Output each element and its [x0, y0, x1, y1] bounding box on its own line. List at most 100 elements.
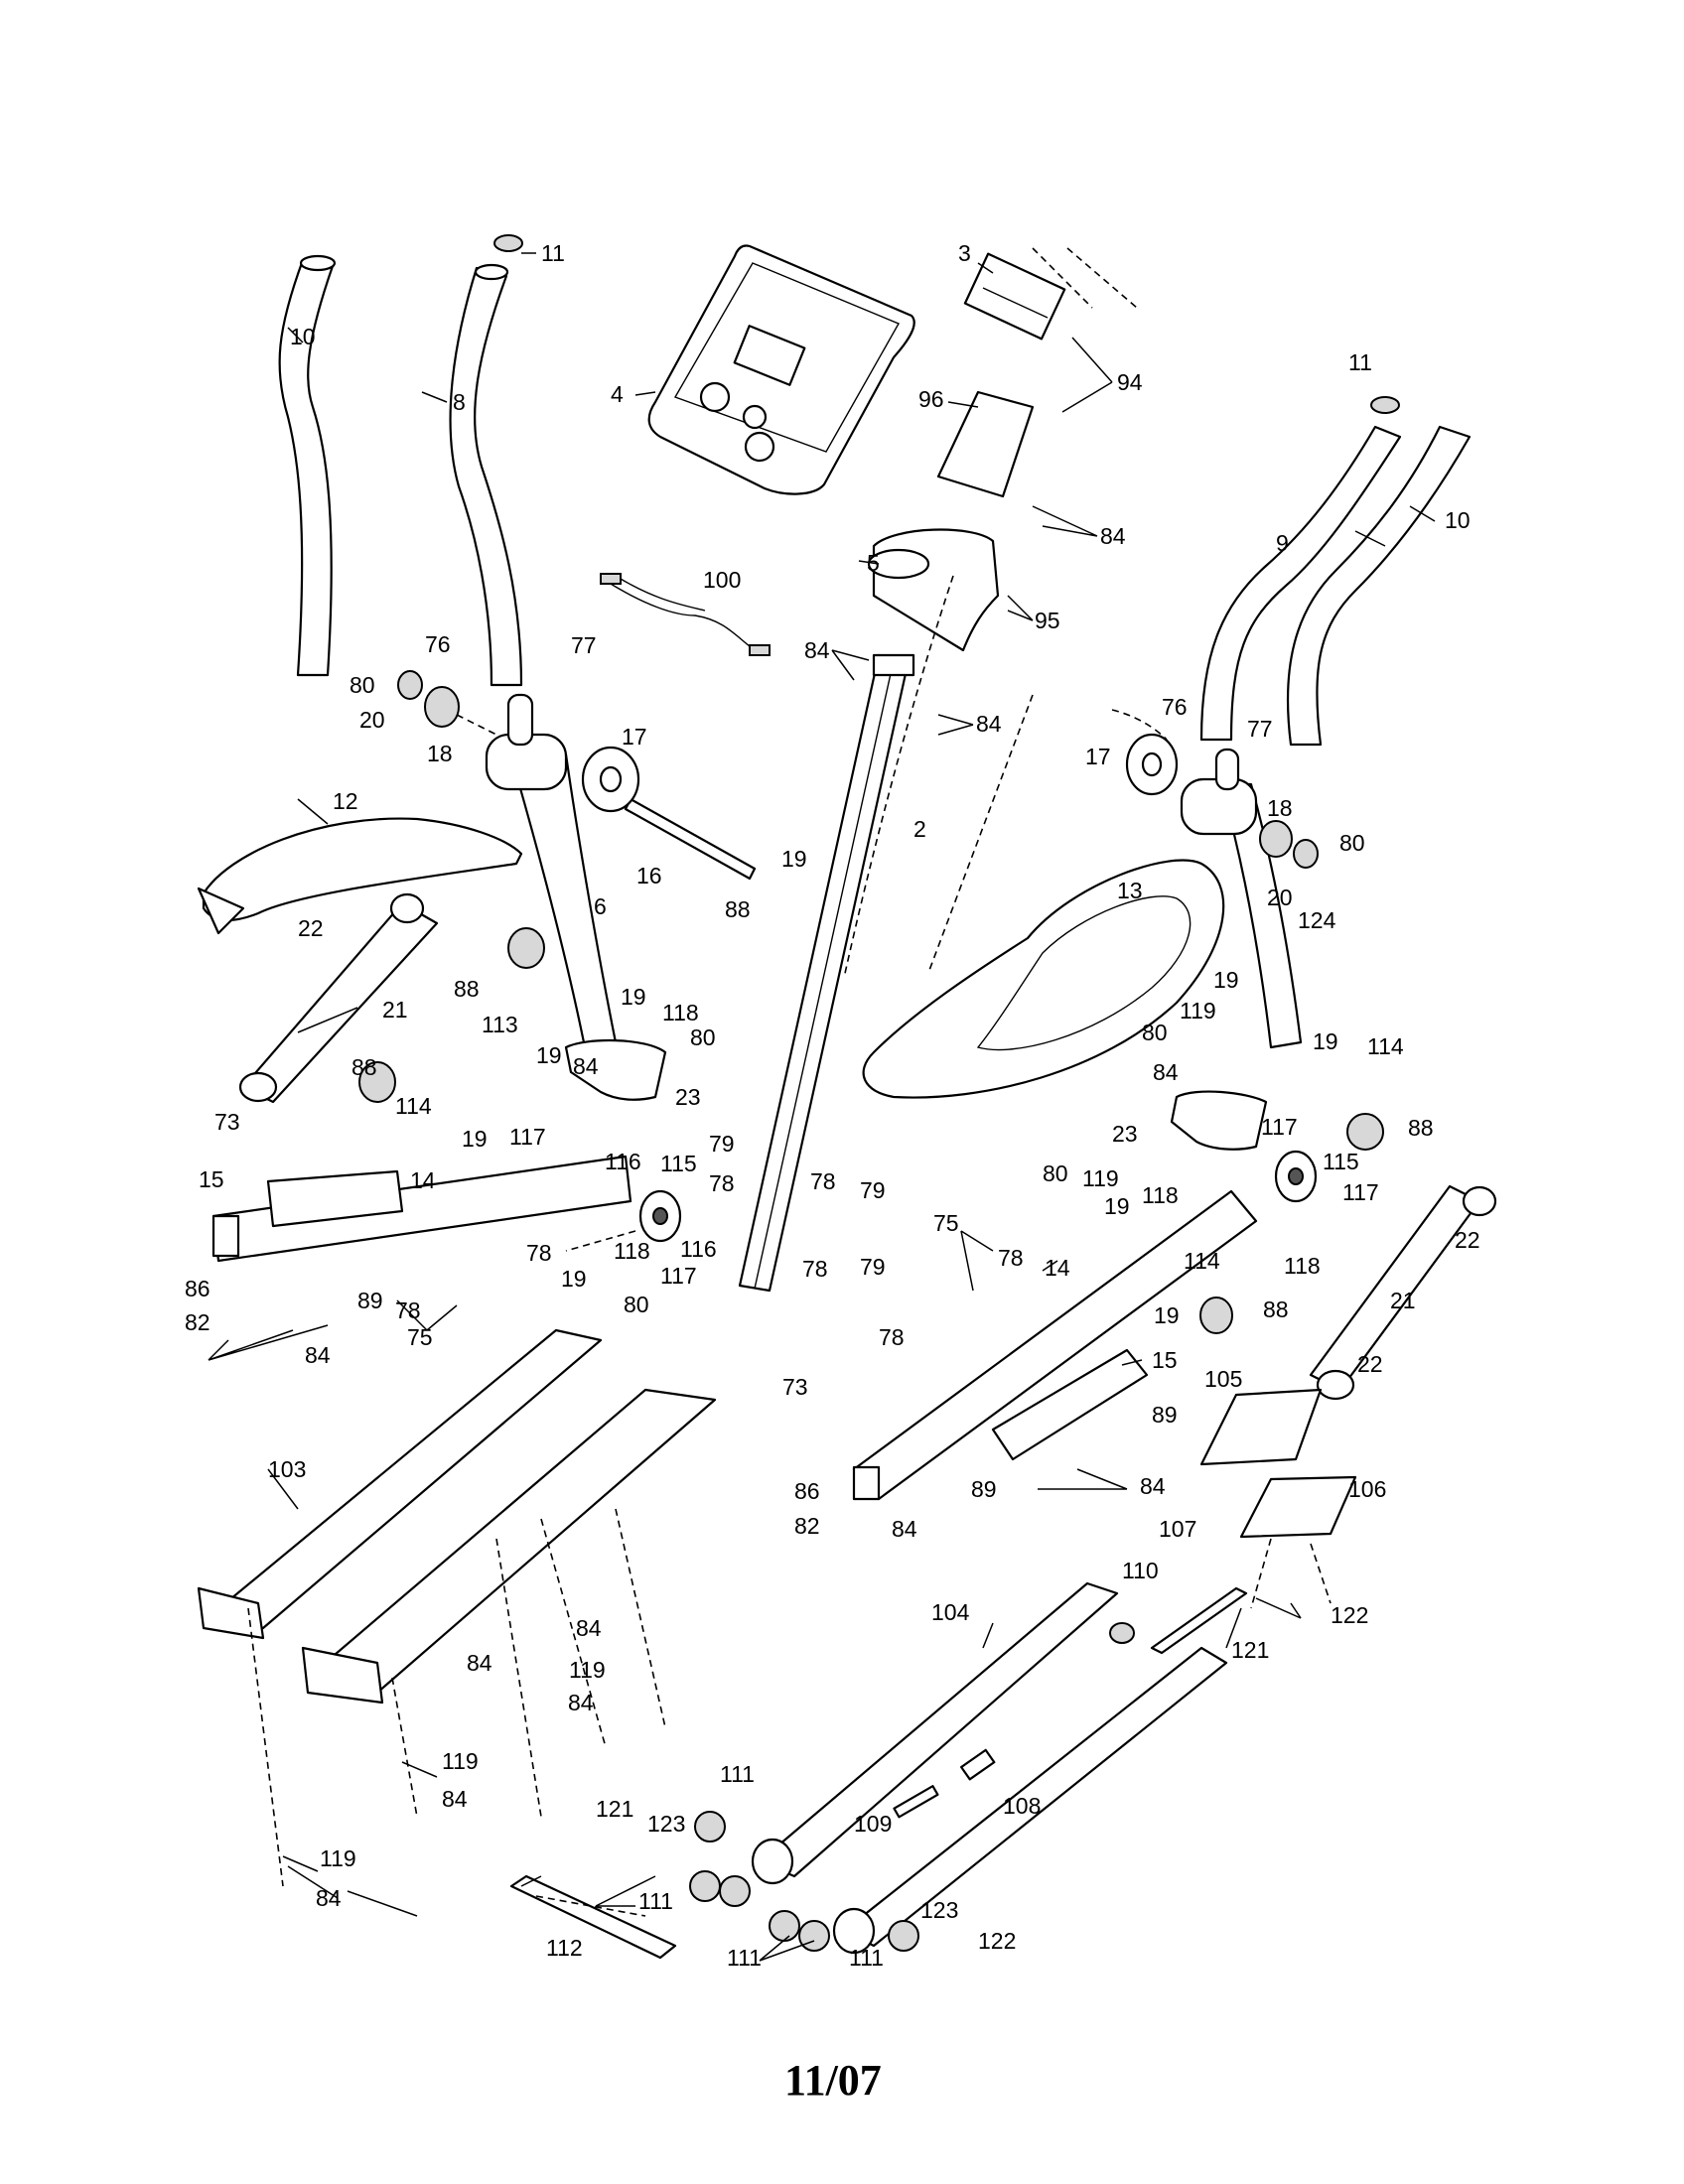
- axle-112: [509, 1874, 677, 1960]
- callout-96: 96: [918, 386, 944, 412]
- callout-11-left: 11: [541, 240, 565, 266]
- pulse-grips-3: [963, 252, 1066, 341]
- callout-84-l: 84: [442, 1786, 468, 1812]
- console-4: [647, 244, 915, 495]
- callout-78-d: 78: [810, 1168, 836, 1194]
- console-bracket-96: [936, 390, 1035, 498]
- callout-95: 95: [1035, 608, 1060, 633]
- callout-117-a: 117: [509, 1124, 546, 1150]
- callout-17-right: 17: [1085, 744, 1111, 769]
- callout-79-c: 79: [860, 1254, 886, 1280]
- callout-19-f: 19: [1213, 967, 1239, 993]
- bushing-114-left: [358, 1061, 396, 1103]
- callout-84-j: 84: [467, 1650, 492, 1676]
- callout-21-left: 21: [382, 997, 408, 1023]
- callout-23-right: 23: [1112, 1121, 1138, 1147]
- callout-116-d: 117: [1342, 1179, 1379, 1205]
- callout-84-a: 84: [1100, 523, 1126, 549]
- left-handlebar-tube-10: [278, 254, 337, 677]
- washer-20-left: [397, 670, 423, 700]
- callout-80-a: 80: [350, 672, 375, 698]
- callout-6: 6: [594, 893, 607, 919]
- callout-121-b: 122: [978, 1928, 1016, 1954]
- callout-111-c: 111: [727, 1945, 762, 1971]
- callout-114-right: 114: [1184, 1248, 1220, 1274]
- callout-105: 105: [1204, 1366, 1242, 1392]
- callout-14-right: 14: [1045, 1255, 1070, 1281]
- callout-16: 16: [636, 863, 662, 888]
- callout-76-right: 76: [1162, 694, 1188, 720]
- callout-116-b: 116: [680, 1236, 717, 1262]
- callout-104: 104: [931, 1599, 970, 1625]
- callout-118-d: 119: [1082, 1165, 1119, 1191]
- callout-121-a: 121: [596, 1796, 633, 1822]
- pedal-cover-12: [197, 817, 523, 935]
- callout-100: 100: [703, 567, 741, 593]
- pedal-plate-15-right: [991, 1348, 1149, 1461]
- bushing-113-right: [1346, 1113, 1384, 1151]
- right-handlebar-tube-10: [1286, 425, 1472, 747]
- callout-113-left: 113: [482, 1012, 518, 1037]
- left-upper-arm-8: [449, 263, 523, 687]
- callout-84-i: 84: [576, 1615, 602, 1641]
- callout-19-i: 19: [1154, 1302, 1180, 1328]
- wheel-115-right: [1274, 1150, 1318, 1203]
- bushing-114-right: [1199, 1297, 1233, 1334]
- callout-114-left: 114: [395, 1093, 432, 1119]
- callout-84-c: 84: [976, 711, 1002, 737]
- callout-76-left: 76: [425, 631, 451, 657]
- callout-2: 2: [913, 816, 926, 842]
- callout-118-a: 118: [662, 1000, 699, 1025]
- callout-3: 3: [958, 240, 971, 266]
- pedal-rail-14-left: [211, 1155, 632, 1263]
- callout-117-c: 118: [1142, 1182, 1179, 1208]
- callout-119-c: 119: [320, 1845, 356, 1871]
- callout-14-left: 14: [410, 1167, 436, 1193]
- callout-20-right: 20: [1267, 885, 1293, 910]
- callout-15-left: 15: [199, 1166, 224, 1192]
- callout-82-right: 82: [794, 1513, 820, 1539]
- callout-19-e: 19: [561, 1266, 587, 1292]
- callout-80-f: 80: [1043, 1160, 1068, 1186]
- callout-84-h: 84: [892, 1516, 917, 1542]
- axle-107: [1150, 1586, 1248, 1655]
- rear-stabilizer-106: [1239, 1475, 1357, 1539]
- spacer-17-left: [581, 746, 640, 813]
- callout-88-d: 88: [1408, 1115, 1434, 1141]
- callout-84-b: 84: [804, 637, 830, 663]
- callout-22-c: 22: [1357, 1351, 1383, 1377]
- callout-79-b: 79: [860, 1177, 886, 1203]
- pedal-bracket-23-left: [564, 1038, 667, 1101]
- callout-78-e: 78: [802, 1256, 828, 1282]
- callout-103: 103: [268, 1456, 306, 1482]
- callout-111-b: 111: [638, 1888, 673, 1914]
- callout-84-d: 84: [573, 1053, 599, 1079]
- callout-82-left: 82: [185, 1309, 210, 1335]
- callout-79-a: 79: [709, 1131, 735, 1157]
- upright-cover-5: [867, 528, 1000, 652]
- callout-111-d: 111: [849, 1945, 884, 1971]
- callout-115-left: 115: [660, 1151, 697, 1176]
- left-pivot-arm-6: [485, 693, 618, 1054]
- callout-10-left: 10: [290, 324, 316, 349]
- end-cap-11-right: [1370, 396, 1400, 414]
- spacer-17-right: [1125, 733, 1179, 796]
- callout-89-c: 89: [971, 1476, 997, 1502]
- callout-17-left: 17: [622, 724, 647, 750]
- callout-123-a: 123: [647, 1811, 685, 1837]
- callout-4: 4: [611, 381, 624, 407]
- callout-89-a: 89: [357, 1288, 383, 1313]
- washer-20-right: [1293, 839, 1319, 869]
- callout-84-k: 84: [568, 1690, 594, 1715]
- footer-date-code: 11/07: [784, 2056, 882, 2105]
- spring-108: [960, 1748, 996, 1781]
- callout-119-b: 119: [442, 1748, 479, 1774]
- callout-78-b: 78: [526, 1240, 552, 1266]
- callout-117-d: 118: [1284, 1253, 1321, 1279]
- bushing-113-left: [507, 927, 545, 969]
- base-frame-104: [751, 1581, 1228, 1955]
- callout-111-a: 111: [720, 1761, 755, 1787]
- callout-117-b: 117: [660, 1263, 697, 1289]
- callout-118-c: 119: [1180, 998, 1216, 1024]
- pedal-arm-21-left: [238, 892, 439, 1104]
